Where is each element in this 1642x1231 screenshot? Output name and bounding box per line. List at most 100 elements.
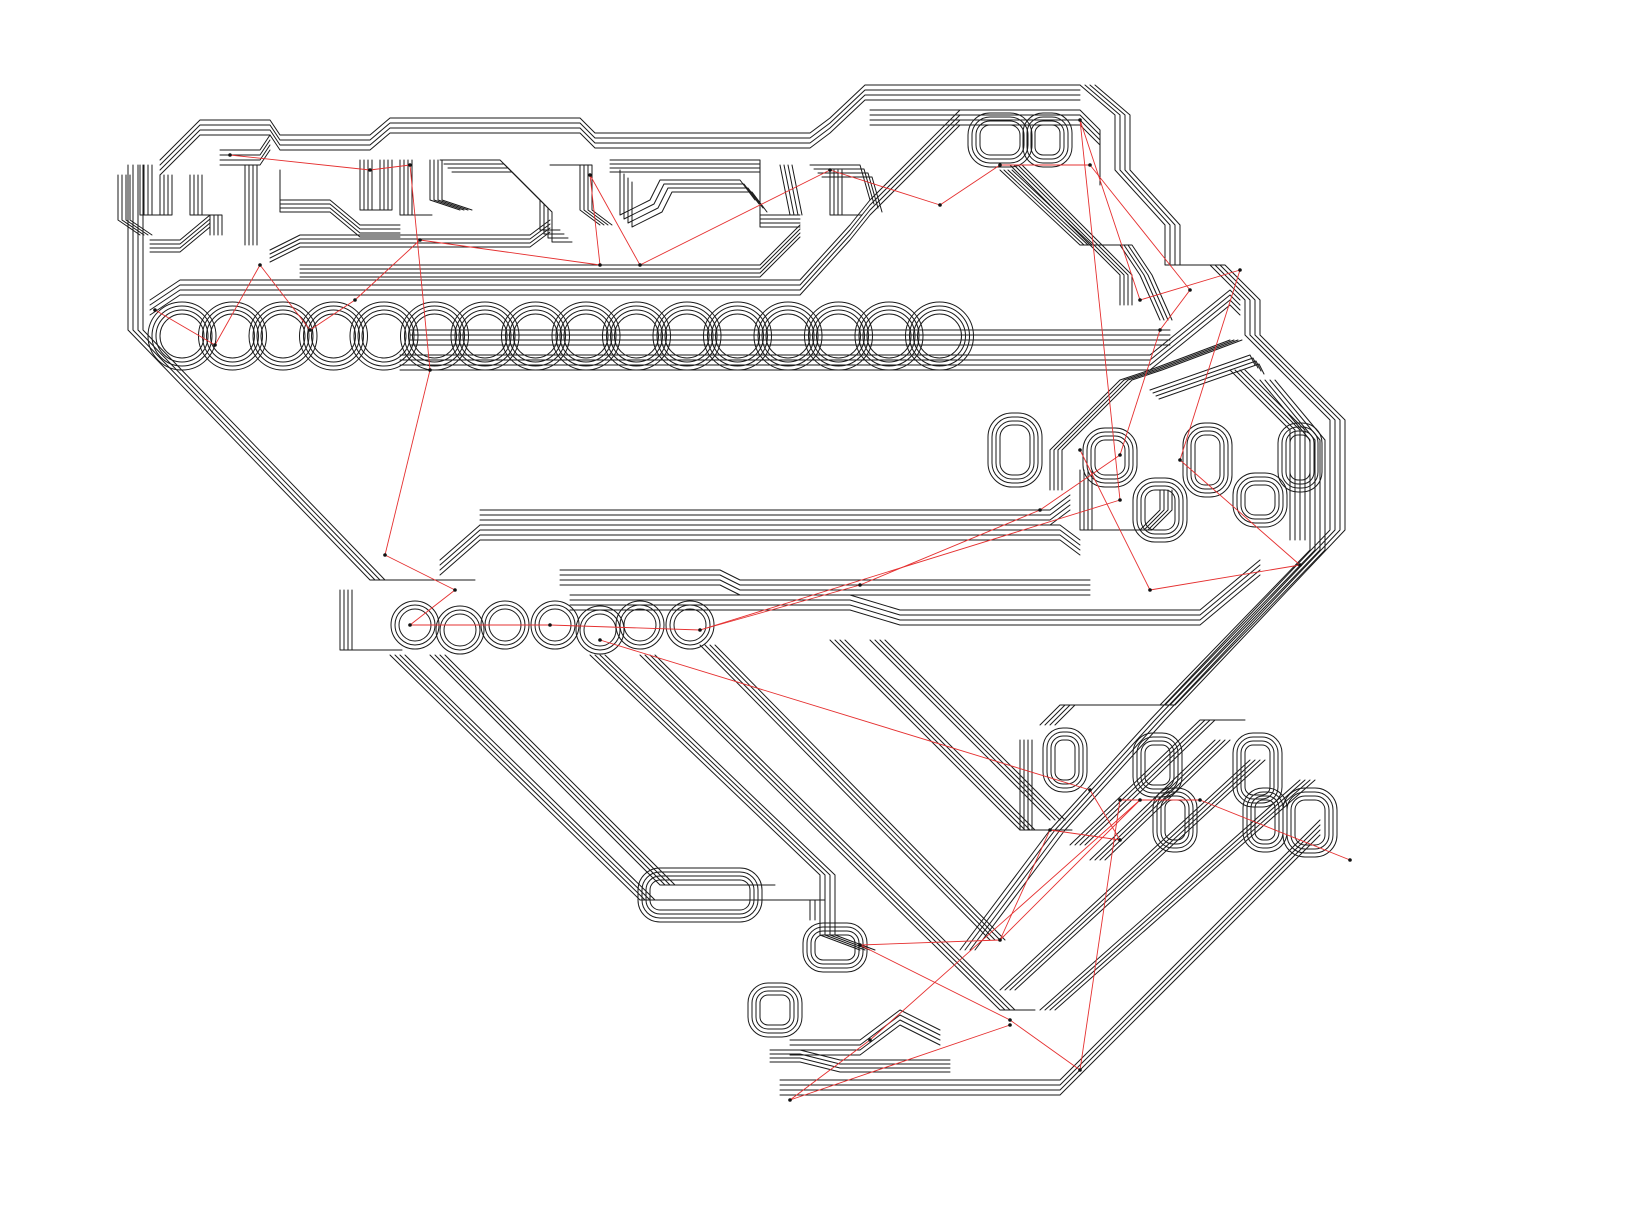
rapid-move-39 xyxy=(859,939,1001,946)
bottom-loop-1-pass xyxy=(755,990,795,1030)
top-right-loop-2 xyxy=(1022,112,1073,168)
node-marker xyxy=(1118,498,1122,502)
middle-diagonal-run xyxy=(149,109,961,316)
lr-loop-1-pass xyxy=(1042,727,1088,793)
mid-right-d-pass xyxy=(1244,369,1306,541)
pad-ring xyxy=(575,605,625,655)
lr-diag-1 xyxy=(1069,719,1246,846)
finger-1-pass xyxy=(143,164,165,216)
top-inner-edge xyxy=(869,109,1101,186)
pad-ring xyxy=(614,313,659,359)
rapid-move-25 xyxy=(639,169,831,266)
pad-ring xyxy=(353,305,415,367)
pad-7 xyxy=(450,301,520,371)
pad-ring xyxy=(408,309,461,363)
pad-ring xyxy=(665,600,715,650)
outer-left-diagonal-pass xyxy=(137,164,471,581)
node-marker xyxy=(828,168,832,172)
middle-diagonal-run-pass xyxy=(149,124,961,316)
long-run-2-pass xyxy=(399,289,1241,356)
mid-right-d xyxy=(1229,369,1306,541)
lr-diag-4-pass xyxy=(1049,779,1311,1011)
finger-1 xyxy=(139,164,173,216)
lr-loop-1-pass xyxy=(1054,739,1076,781)
pad-ring xyxy=(210,313,255,359)
node-marker xyxy=(938,203,942,207)
mid-run-1-pass xyxy=(479,504,1071,521)
pad-10 xyxy=(602,301,671,371)
bottom-run-pass xyxy=(779,829,1321,1091)
rapid-move-5 xyxy=(384,554,456,591)
diag-run-4-pass xyxy=(649,654,1031,1011)
diag-run-2-pass xyxy=(444,654,776,886)
pad-6 xyxy=(400,301,469,371)
middle-diagonal-run-pass xyxy=(149,119,961,311)
mid-right-hatch xyxy=(1149,354,1265,400)
top-right-loop-2-pass xyxy=(1026,116,1069,164)
mid-right-hatch-pass xyxy=(1155,360,1262,397)
node-marker xyxy=(788,1098,792,1102)
mid-right-loop-3-pass xyxy=(1132,477,1188,543)
mid-right-d-pass xyxy=(1234,369,1296,541)
lr-diag-4-pass xyxy=(1054,779,1316,1011)
node-marker xyxy=(868,1038,872,1042)
pad-ring xyxy=(761,309,815,363)
pad-8 xyxy=(501,301,570,371)
diag-run-7-pass xyxy=(869,639,1051,821)
top-right-loop-2-pass xyxy=(1034,124,1061,156)
pad-ring xyxy=(804,301,873,371)
pad-ring xyxy=(435,605,485,655)
lr-loop-1-pass xyxy=(1046,731,1084,789)
pad-ring xyxy=(361,313,407,359)
mid-pad-2 xyxy=(435,605,485,655)
rapid-move-44 xyxy=(1199,799,1351,861)
inner-run-a-pass xyxy=(299,228,801,270)
inner-run-a-pass xyxy=(299,232,801,274)
node-marker xyxy=(998,938,1002,942)
mid-pad-7 xyxy=(665,600,715,650)
lower-left-edge-pass xyxy=(347,589,399,651)
inner-run-b xyxy=(269,219,551,263)
diag-run-3-pass xyxy=(604,654,876,951)
rapid-move-34 xyxy=(699,584,861,631)
pad-ring xyxy=(660,309,714,363)
rapid-move-layer xyxy=(154,119,1351,1101)
lr-loop-4-pass xyxy=(1232,732,1283,808)
lr-loop-3-pass xyxy=(1160,795,1190,845)
mid-right-a-pass xyxy=(1053,339,1235,491)
pad-ring xyxy=(147,301,217,371)
mid-right-loop-5 xyxy=(1232,472,1288,528)
pad-ring xyxy=(703,301,772,371)
inner-run-a-pass xyxy=(299,224,801,266)
pad-ring xyxy=(454,305,516,367)
node-marker xyxy=(1078,118,1082,122)
finger-7-pass xyxy=(429,159,461,211)
node-marker xyxy=(228,153,232,157)
mid-run-2-pass xyxy=(439,539,1081,576)
pad-ring xyxy=(311,313,356,359)
long-run-2-pass xyxy=(399,299,1241,366)
pad-ring xyxy=(349,301,419,371)
lr-diag-4-pass xyxy=(1044,779,1306,1011)
pad-15 xyxy=(854,301,924,371)
mid-right-loop-5-pass xyxy=(1240,480,1280,520)
lower-left-edge-pass xyxy=(351,589,403,651)
lr-loop-3-pass xyxy=(1156,791,1194,849)
lr-loop-1 xyxy=(1042,727,1088,793)
diag-run-7-pass xyxy=(884,639,1066,821)
finger-8 xyxy=(439,159,573,243)
rapid-move-11 xyxy=(1079,119,1141,301)
bottom-run-pass xyxy=(779,834,1321,1096)
finger-6-pass xyxy=(411,159,433,216)
lr-diag-4-pass xyxy=(1039,779,1301,1011)
node-marker xyxy=(588,173,592,177)
lr-loop-2-pass xyxy=(1136,736,1179,794)
mid-right-a-pass xyxy=(1049,339,1231,491)
rapid-move-20 xyxy=(309,299,356,331)
mid-right-loop-4-pass xyxy=(1182,422,1233,498)
inner-run-c-pass xyxy=(149,222,211,249)
lr-loop-2 xyxy=(1132,732,1183,798)
bottom-run-3-pass xyxy=(769,1057,951,1069)
mid-run-1 xyxy=(479,494,1071,526)
lr-loop-4-pass xyxy=(1236,736,1279,804)
